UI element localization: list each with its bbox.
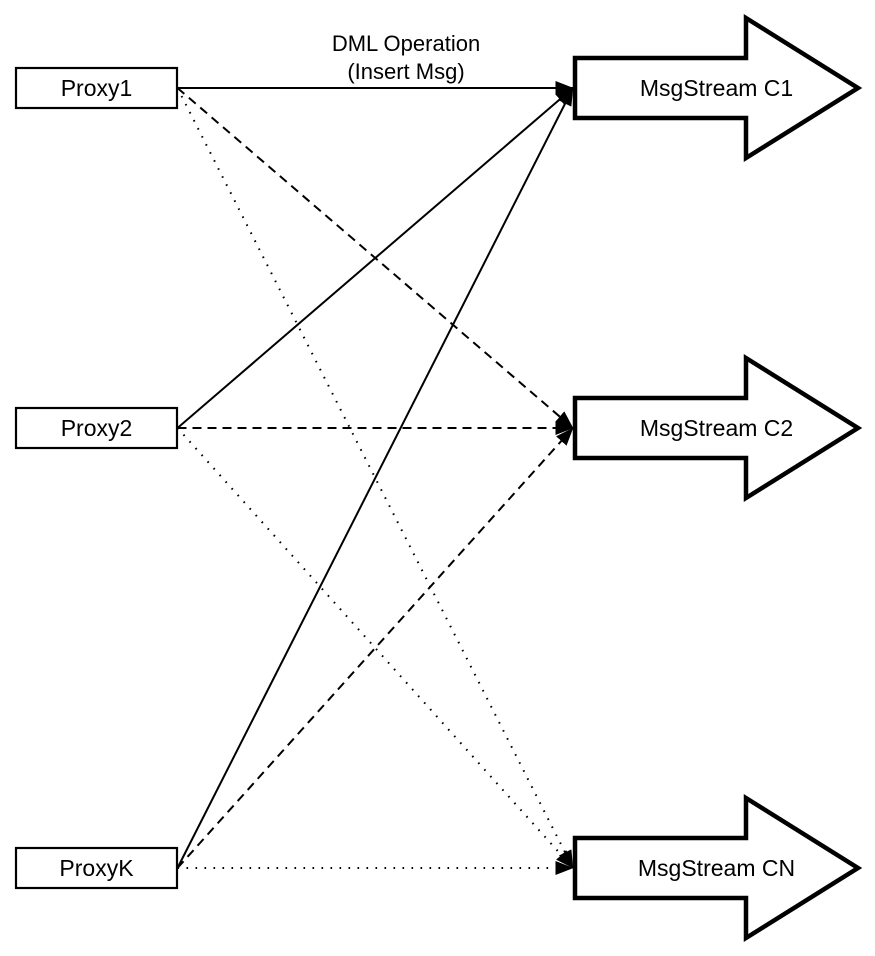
stream-label-c2: MsgStream C2	[640, 415, 793, 441]
stream-label-c1: MsgStream C1	[640, 75, 793, 101]
labels-layer: DML Operation (Insert Msg)	[332, 31, 480, 84]
stream-label-cn: MsgStream CN	[638, 855, 795, 881]
dml-operation-label-line1: DML Operation	[332, 31, 480, 56]
stream-node-c2	[572, 353, 863, 503]
stream-node-cn	[572, 793, 863, 943]
proxy-label-proxy2: Proxy2	[61, 415, 133, 441]
proxy-node-proxy2	[14, 406, 179, 450]
stream-node-c1	[572, 13, 863, 163]
proxy-label-proxy1: Proxy1	[61, 75, 133, 101]
edge-proxyk-c2	[176, 427, 574, 869]
edge-proxyk-c1	[176, 87, 574, 869]
dml-operation-label-line2: (Insert Msg)	[347, 59, 464, 84]
proxy-label-proxyk: ProxyK	[59, 855, 134, 881]
edges-layer	[176, 81, 574, 875]
proxy-node-proxyk	[14, 846, 179, 890]
proxy-node-proxy1	[14, 66, 179, 110]
edge-proxy2-c1	[176, 87, 574, 429]
streams-layer: MsgStream C1 MsgStream C2 MsgStream CN	[572, 13, 863, 943]
